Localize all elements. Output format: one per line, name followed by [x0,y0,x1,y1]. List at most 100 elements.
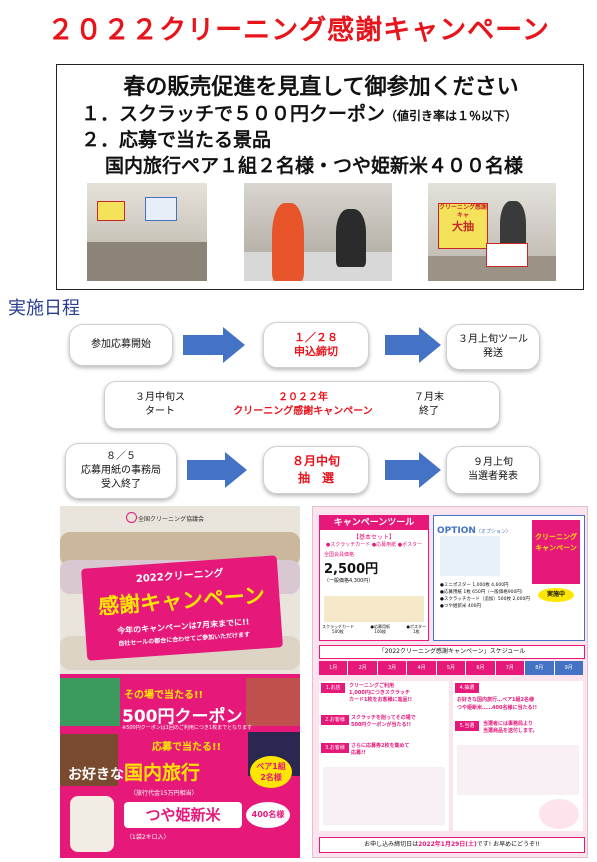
travel-pair-badge: ペア1組 2名様 [250,756,292,788]
win-here-label: その場で当たる!! [124,690,204,701]
month-cell: 7月 [495,661,526,675]
travel-note: （旅行代金15万円相当） [130,790,198,797]
tools-price-normal: （一般価格4,300円） [324,578,374,584]
flow-label: 2.お客様 [321,715,349,725]
tool-samples-image [324,596,424,622]
rules-text-block [457,745,579,795]
schedule-step-lottery: ８月中旬 抽 選 [263,446,369,494]
option-heading: OPTION（オプション） [437,518,511,537]
campaign-sign: クリーニング感謝キャ 大抽 [438,203,488,249]
poster-shape [97,201,125,221]
counter-shape [87,241,207,281]
tools-items: ●スクラッチカード ●応募用紙 ●ポスター [325,542,423,548]
poster-shape [486,243,528,267]
option-badge: クリーニング キャンペーン [532,520,580,584]
tools-panel: キャンペーンツール 【基本セット】 ●スクラッチカード ●応募用紙 ●ポスター … [319,515,429,641]
flow-label: 3.お客様 [321,743,349,753]
mascot-icon [539,799,579,829]
period-start: ３月中旬ス タート [135,392,185,417]
flow-text: クリーニングご利用 1,000円につきスクラッチ カード1枚をお客様に進呈!! [349,683,413,703]
store-staff-photo [244,183,392,281]
flow-label: 4.抽選 [455,683,479,693]
intro-item-1-note: （値引き率は１％以下） [385,109,518,123]
mini-poster-image [440,536,500,576]
month-cell: 6月 [466,661,496,675]
flow-label: 5.当選 [455,721,479,731]
deadline-date: 2022年1月29日(土) [418,841,477,848]
campaign-sign-big: 大抽 [452,220,474,233]
scenery-photo [60,678,120,726]
campaign-banner: 2022クリーニング 感謝キャンペーン 今年のキャンペーンは7月末までに!! 自… [81,555,283,661]
rice-label: つや姫新米 [124,802,242,828]
tool-label: ●ポスター 1枚 [406,624,427,634]
schedule-step-deadline: １／２８ 申込締切 [263,322,369,368]
org-name: 全国クリーニング協議会 [138,516,205,523]
period-campaign-name: ２０２２年 クリーニング感謝キャンペーン [233,392,373,417]
intro-item-1-text: １．スクラッチで５００円クーポン [81,103,386,125]
month-cell: 9月 [554,661,583,675]
org-logo-icon [126,512,137,523]
page-title: ２０２２クリーニング感謝キャンペーン [47,15,550,46]
coupon-note: ※500円クーポンは1回のご利用につき1枚までとなります [122,725,252,731]
tools-set: 【基本セット】 [352,534,395,541]
intro-item-2: ２．応募で当たる景品 [81,129,272,151]
option-item: ●つや姫新米 400円 [440,604,481,609]
flow-text: つや姫新米……400名様に当たる!! [457,705,537,711]
tools-price-label: 全国会員価格 [324,552,355,558]
month-cell: 5月 [436,661,467,675]
travel-prefix: お好きな [68,767,124,783]
flow-left-column: 1.お店 クリーニングご利用 1,000円につきスクラッチ カード1枚をお客様に… [319,681,449,831]
campaign-flyer-front: 全国クリーニング協議会 2022クリーニング 感謝キャンペーン 今年のキャンペー… [60,506,300,858]
tools-title: キャンペーンツール [320,516,428,530]
counter-shape [244,251,392,281]
month-cell: 8月 [525,661,555,675]
option-sub: （オプション） [475,529,511,535]
poster-shape [145,197,177,221]
rice-note: （1袋2キロ入） [126,834,170,841]
deadline-bar: お申し込み締切日は2022年1月29日(土)です! お早めにどうぞ!! [319,837,585,853]
month-strip: 1月 2月 3月 4月 5月 6月 7月 8月 9月 [319,661,583,675]
month-cell: 4月 [407,661,437,675]
intro-item-1: １．スクラッチで５００円クーポン（値引き率は１％以下） [81,99,517,126]
intro-box: 春の販売促進を見直して御参加ください １．スクラッチで５００円クーポン（値引き率… [56,64,584,290]
customer-figure [272,203,304,281]
intro-item-2-detail: 国内旅行ペア１組２名様・つや姫新米４００名様 [105,155,524,177]
flow-text: お好きな国内旅行…ペア1組2名様 [457,697,534,703]
campaign-display-photo: クリーニング感謝キャ 大抽 [428,183,556,281]
schedule-step-entry-close: ８／５ 応募用紙の事務局 受入終了 [65,443,177,499]
schedule-step-tool-shipping: ３月上旬ツール 発送 [446,324,540,370]
tools-price: 2,500円 [324,562,379,577]
option-item: ●スクラッチカード（追加）500枚 2,000円 [440,597,530,602]
scenery-photo [246,678,300,726]
travel-label: 国内旅行 [124,762,201,784]
apply-label: 応募で当たる!! [152,742,222,753]
campaign-flyer-back: キャンペーンツール 【基本セット】 ●スクラッチカード ●応募用紙 ●ポスター … [312,506,588,858]
option-item: ●応募用紙 1枚 650円（一般価格900円） [440,590,526,595]
travel-prize: お好きな国内旅行 [68,758,200,785]
flow-label: 1.お店 [321,683,345,693]
intro-heading: 春の販売促進を見直して御参加ください [123,75,519,100]
coupon-label: 500円クーポン [122,707,243,727]
rice-count-badge: 400名様 [246,802,290,828]
month-cell: 2月 [348,661,378,675]
option-tag: 実施中 [538,588,574,602]
staff-figure [336,209,366,267]
option-list: ●ミニポスター 1,000枚 4,600円 ●応募用紙 1枚 650円（一般価格… [440,582,532,610]
rules-text-block [323,767,445,825]
month-cell: 3月 [377,661,408,675]
period-end: ７月末 終了 [414,392,444,417]
flow-right-column: 4.抽選 お好きな国内旅行…ペア1組2名様 つや姫新米……400名様に当たる!!… [453,681,583,831]
option-item: ●ミニポスター 1,000枚 4,600円 [440,583,509,588]
deadline-text: お申し込み締切日は [364,841,419,848]
campaign-period-bar: ３月中旬ス タート ２０２２年 クリーニング感謝キャンペーン ７月末 終了 [104,381,500,429]
tool-labels: スクラッチカード 500枚 ●応募用紙 100枚 ●ポスター 1枚 [322,624,426,634]
tool-label: スクラッチカード 500枚 [322,624,354,634]
schedule-step-winner-announcement: ９月上旬 当選者発表 [446,446,540,494]
schedule-strip-title: 「2022クリーニング感謝キャンペーン」スケジュール [319,645,585,659]
flow-text: スクラッチを削ってその場で 500円クーポンが当たる!! [351,715,416,728]
store-counter-photo [87,183,207,281]
schedule-step-apply-start: 参加応募開始 [69,324,173,366]
campaign-sign-small: クリーニング感謝キャ [439,204,488,219]
month-cell: 1月 [319,661,349,675]
tool-label: ●応募用紙 100枚 [370,624,391,634]
